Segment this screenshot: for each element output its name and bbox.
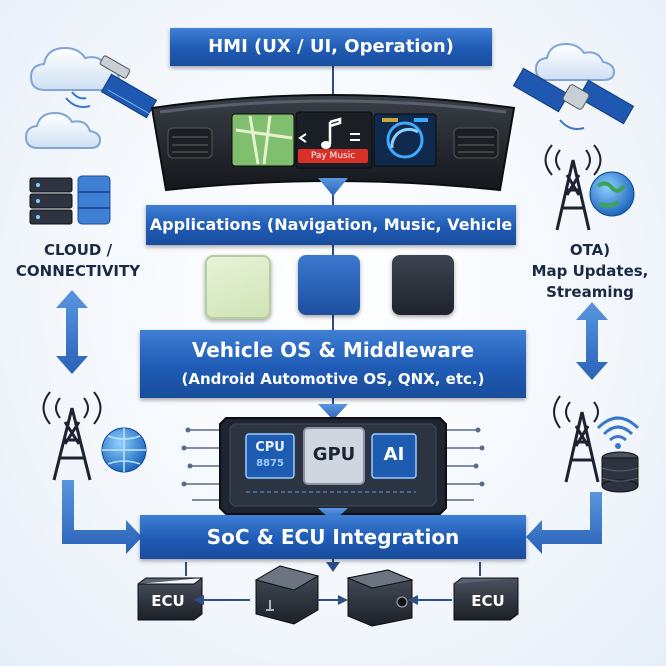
ecu-left-label: ECU [151,592,185,610]
cloud-icon [534,42,616,81]
gpu-label: GPU [312,444,356,465]
ecu-box-right [453,577,519,621]
tower-soc-arrow [526,492,602,554]
hmi-layer-banner: HMI (UX / UI, Operation) [170,28,492,66]
globe-icon [101,427,147,473]
satellite-icon [512,67,635,130]
cloud-label-line1: CLOUD / [43,241,113,259]
vehicle-info-app-tile [392,255,454,315]
arrow-down-icon [326,562,340,572]
cloud-connectivity-label: CLOUD / CONNECTIVITY [14,240,142,282]
ecu-right-label: ECU [471,592,505,610]
tower-soc-arrow [62,480,142,554]
cpu-block [245,433,295,479]
music-app-tile [298,255,360,315]
os-layer-title: Vehicle OS & Middleware [191,338,475,362]
cloud-icon [24,111,102,149]
cell-tower-icon [553,395,600,483]
play-music-button-label: Pay Music [310,151,356,161]
globe-icon [589,171,635,217]
cpu-detail-label: 8875 [256,458,284,469]
ota-label-line1: OTA) [569,241,611,259]
play-music-button-bg [298,149,368,163]
ecu-box-left [137,577,203,621]
cell-tower-icon [42,391,102,481]
hmi-layer-title: HMI (UX / UI, Operation) [208,36,454,57]
music-note-icon [298,117,360,149]
ota-label: OTA) Map Updates, Streaming [520,240,660,303]
cpu-label: CPU [255,440,285,455]
satellite-icon [65,55,158,119]
cloud-label-line2: CONNECTIVITY [15,262,141,280]
dashboard-nav-screen [231,113,295,167]
ai-label: AI [383,444,405,465]
database-icon [601,451,639,493]
cloud-os-bidirectional-arrow [56,290,88,374]
arrow-down-icon [318,178,348,196]
soc-chip-board [181,417,485,515]
ota-label-line3: Streaming [546,283,634,301]
os-layer-subtitle: (Android Automotive OS, QNX, etc.) [181,370,485,388]
gpu-block [303,427,365,485]
ota-os-bidirectional-arrow [576,302,608,380]
arrow-down-icon [318,404,348,420]
ota-label-line2: Map Updates, [531,262,649,280]
navigation-app-tile [205,255,271,319]
applications-layer-banner: Applications (Navigation, Music, Vehicle… [146,205,516,274]
dashboard-gauge-screen [373,113,437,167]
soc-ecu-layer-banner: SoC & ECU Integration [140,515,526,559]
wifi-icon [596,416,640,449]
cell-tower-icon [544,144,602,231]
os-middleware-layer-banner: Vehicle OS & Middleware (Android Automot… [140,330,526,398]
soc-layer-title: SoC & ECU Integration [206,525,460,549]
ai-block [371,433,417,479]
server-rack-icon [29,175,111,225]
ecu-box-mid-left [254,565,320,625]
ecu-box-mid-right [346,569,414,627]
dashboard-illustration [150,94,516,192]
